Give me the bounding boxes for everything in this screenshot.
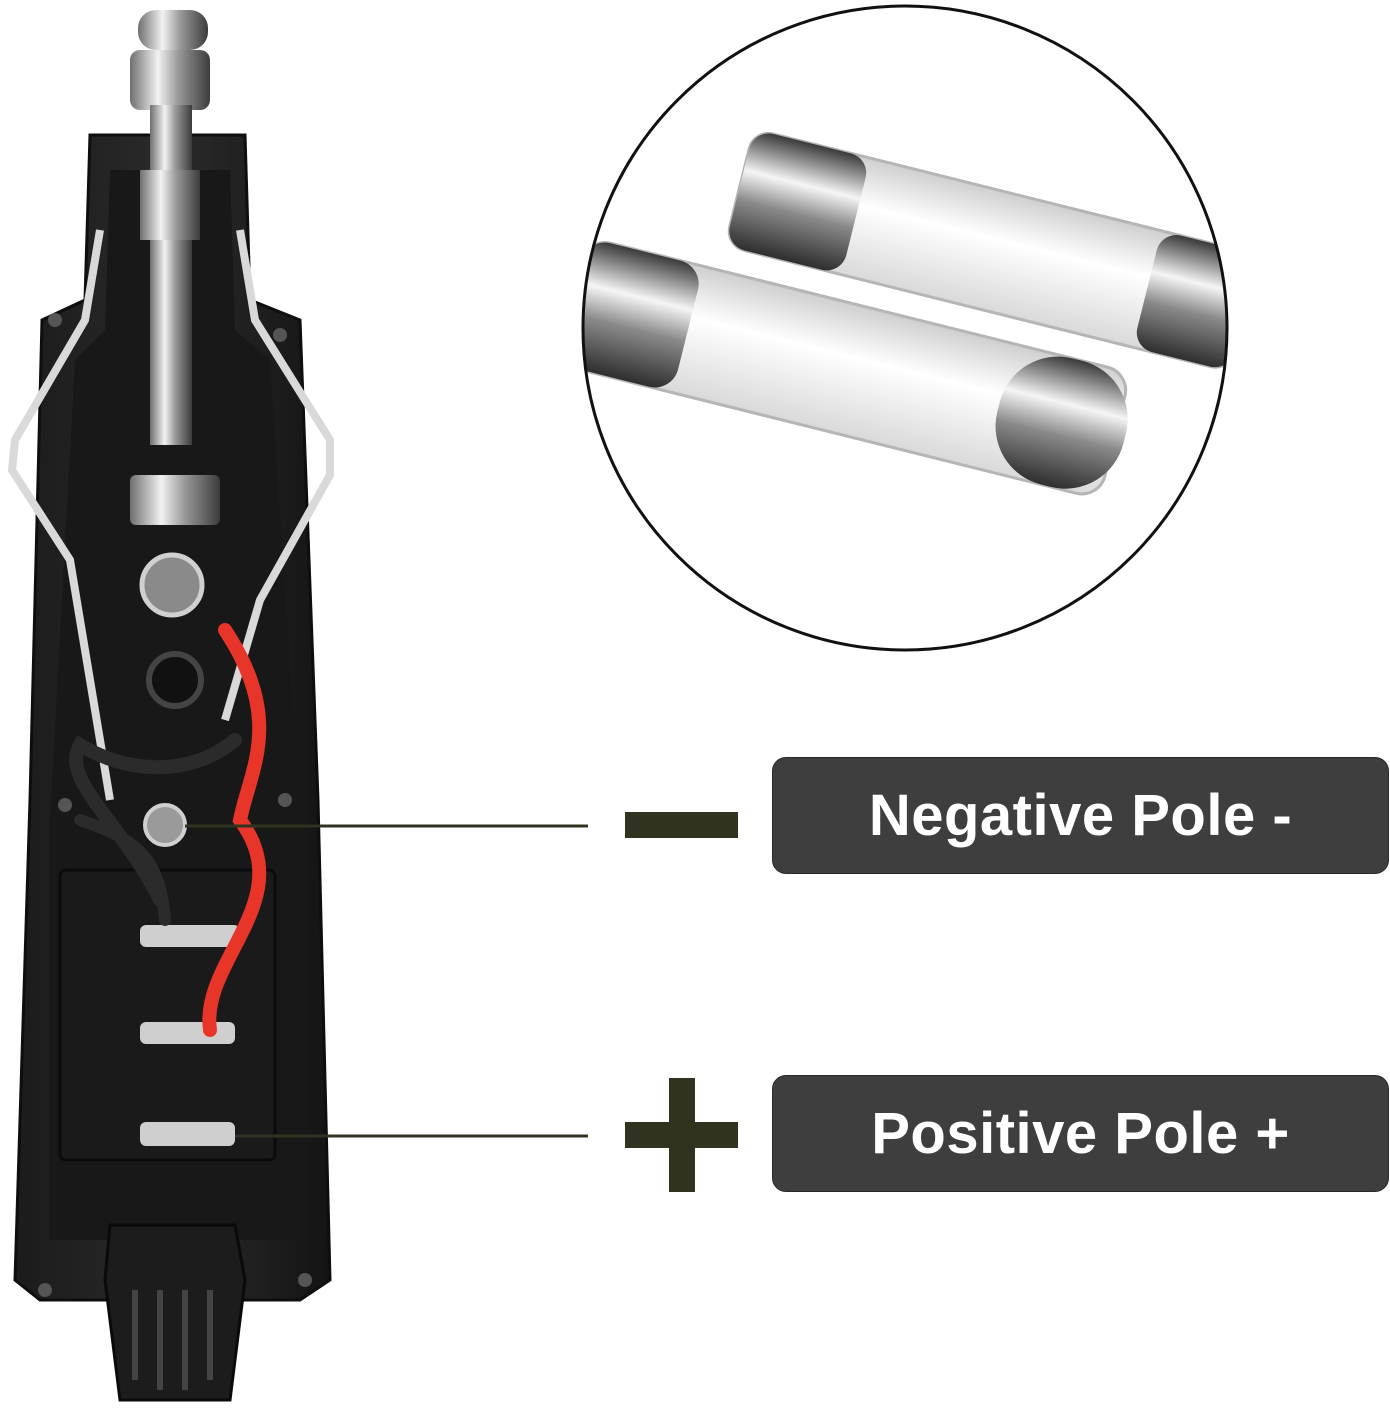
- glass-fuse-callout-image: [581, 4, 1229, 652]
- positive-pole-label-text: Positive Pole +: [871, 1101, 1290, 1166]
- negative-pole-label-text: Negative Pole -: [868, 783, 1293, 848]
- negative-pole-label: Negative Pole -: [772, 757, 1389, 874]
- cigarette-plug-cutaway-image: [7, 10, 334, 1402]
- positive-pole-label: Positive Pole +: [772, 1075, 1389, 1192]
